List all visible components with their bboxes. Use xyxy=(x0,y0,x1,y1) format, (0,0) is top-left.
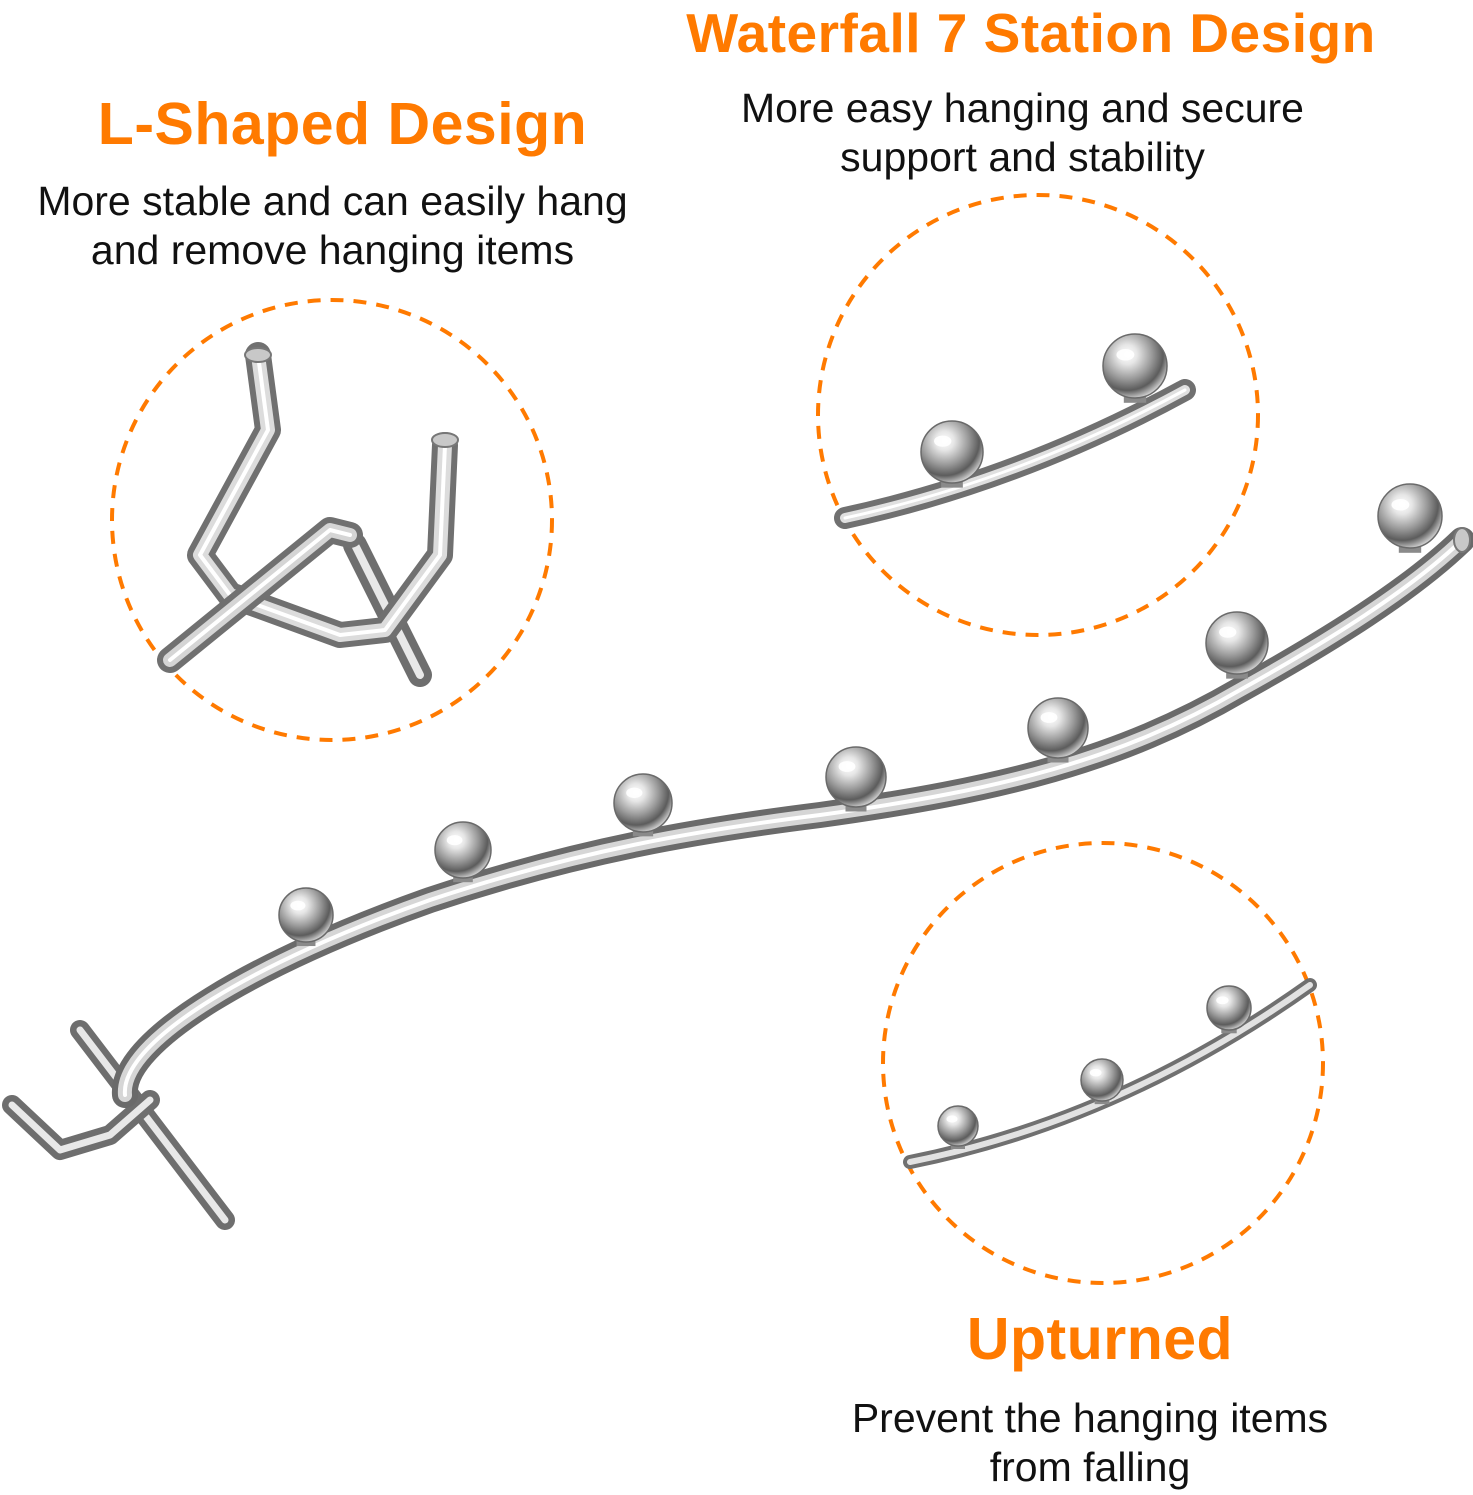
waterfall-title: Waterfall 7 Station Design xyxy=(686,2,1376,64)
l-shaped-description-line: More stable and can easily hang xyxy=(37,178,628,224)
detail-ball-highlight xyxy=(1089,1068,1102,1077)
ball-stations xyxy=(278,333,1443,1149)
upturned-description-line: Prevent the hanging items xyxy=(851,1395,1329,1441)
upturned-description: Prevent the hanging items from falling xyxy=(815,1394,1365,1492)
waterfall-description-line: More easy hanging and secure xyxy=(741,85,1304,131)
station-ball xyxy=(278,887,334,943)
l-shaped-hook-detail xyxy=(157,342,459,687)
waterfall-description: More easy hanging and secure support and… xyxy=(700,84,1345,182)
station-ball xyxy=(434,821,492,879)
detail-ball xyxy=(1080,1058,1124,1102)
detail-ball xyxy=(1206,985,1252,1031)
upturned-title: Upturned xyxy=(966,1306,1234,1372)
waterfall-arm-detail xyxy=(834,379,1196,529)
detail-ball xyxy=(920,420,984,484)
station-ball-highlight xyxy=(1219,626,1237,638)
detail-ball-highlight xyxy=(934,435,952,447)
station-ball-highlight xyxy=(626,787,643,799)
station-ball-highlight xyxy=(1391,499,1410,511)
l-shaped-detail-circle xyxy=(110,298,554,742)
station-ball xyxy=(613,773,673,833)
l-shaped-title: L-Shaped Design xyxy=(97,91,588,157)
upturned-description-line: from falling xyxy=(989,1444,1191,1490)
station-ball xyxy=(1027,697,1089,759)
station-ball xyxy=(1377,483,1443,549)
station-ball-highlight xyxy=(838,761,856,772)
waterfall-detail-circle xyxy=(816,193,1260,637)
upturned-detail-circle xyxy=(881,841,1325,1285)
l-shaped-description: More stable and can easily hang and remo… xyxy=(0,177,665,275)
l-shaped-description-line: and remove hanging items xyxy=(90,227,575,273)
station-ball-highlight xyxy=(1040,712,1058,723)
station-ball xyxy=(825,746,887,808)
detail-ball-highlight xyxy=(1216,996,1229,1005)
waterfall-description-line: support and stability xyxy=(840,134,1205,180)
station-ball xyxy=(1205,611,1269,675)
station-ball-highlight xyxy=(290,900,306,911)
station-ball-highlight xyxy=(446,835,463,846)
detail-ball xyxy=(937,1105,979,1147)
detail-ball xyxy=(1102,333,1168,399)
detail-ball-highlight xyxy=(946,1115,958,1123)
detail-ball-highlight xyxy=(1116,349,1135,361)
waterfall-hook xyxy=(2,527,1473,1230)
